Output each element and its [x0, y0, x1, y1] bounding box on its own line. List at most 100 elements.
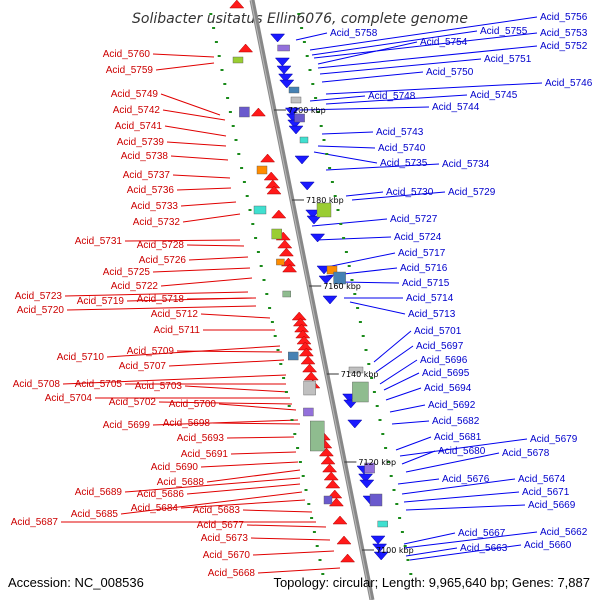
gene-label-left[interactable]: Acid_5741: [115, 121, 163, 132]
gene-label-left[interactable]: Acid_5688: [157, 477, 205, 488]
gene-label-right[interactable]: Acid_5724: [394, 232, 442, 243]
gene-label-right[interactable]: Acid_5755: [480, 26, 528, 37]
gene-label-left[interactable]: Acid_5719: [77, 296, 125, 307]
gene-label-left[interactable]: Acid_5728: [137, 240, 185, 251]
tick-dash: [214, 41, 218, 43]
gene-label-left[interactable]: Acid_5683: [193, 505, 241, 516]
gene-label-right[interactable]: Acid_5697: [416, 341, 464, 352]
gene-label-left[interactable]: Acid_5720: [17, 305, 65, 316]
gene-label-left[interactable]: Acid_5673: [201, 533, 249, 544]
gene-label-right[interactable]: Acid_5667: [458, 528, 506, 539]
gene-label-right[interactable]: Acid_5663: [460, 543, 508, 554]
gene-label-left[interactable]: Acid_5670: [203, 550, 251, 561]
leader-line: [403, 531, 538, 549]
gene-label-left[interactable]: Acid_5703: [135, 381, 183, 392]
gene-label-left[interactable]: Acid_5711: [153, 325, 200, 336]
gene-label-left[interactable]: Acid_5698: [163, 418, 211, 429]
gene-label-right[interactable]: Acid_5716: [400, 263, 448, 274]
gene-label-right[interactable]: Acid_5753: [540, 28, 588, 39]
gene-label-right[interactable]: Acid_5740: [378, 143, 426, 154]
gene-label-right[interactable]: Acid_5729: [448, 187, 496, 198]
gene-label-right[interactable]: Acid_5717: [398, 248, 446, 259]
gene-label-right[interactable]: Acid_5751: [484, 54, 532, 65]
gene-label-left[interactable]: Acid_5759: [106, 65, 154, 76]
gene-label-left[interactable]: Acid_5726: [139, 255, 187, 266]
tick-dash: [262, 279, 266, 281]
gene-label-left[interactable]: Acid_5738: [121, 151, 169, 162]
gene-label-right[interactable]: Acid_5713: [408, 309, 456, 320]
gene-label-left[interactable]: Acid_5739: [117, 137, 165, 148]
gene-label-right[interactable]: Acid_5744: [432, 102, 480, 113]
gene-label-left[interactable]: Acid_5686: [137, 489, 185, 500]
gene-block: [239, 106, 250, 118]
gene-label-left[interactable]: Acid_5677: [197, 520, 245, 531]
gene-label-left[interactable]: Acid_5718: [137, 294, 185, 305]
gene-label-left[interactable]: Acid_5693: [177, 433, 225, 444]
gene-label-left[interactable]: Acid_5710: [57, 352, 105, 363]
gene-label-left[interactable]: Acid_5690: [151, 462, 199, 473]
gene-label-right[interactable]: Acid_5752: [540, 41, 588, 52]
gene-label-right[interactable]: Acid_5694: [424, 383, 472, 394]
gene-label-right[interactable]: Acid_5715: [402, 278, 450, 289]
gene-label-left[interactable]: Acid_5707: [119, 361, 167, 372]
gene-label-left[interactable]: Acid_5722: [111, 281, 159, 292]
gene-label-left[interactable]: Acid_5705: [75, 379, 123, 390]
gene-arrow-reverse: [260, 153, 276, 163]
gene-label-right[interactable]: Acid_5682: [432, 416, 480, 427]
gene-arrow-reverse: [266, 185, 282, 195]
gene-label-left[interactable]: Acid_5687: [11, 517, 59, 528]
tick-dash: [251, 223, 255, 225]
gene-label-left[interactable]: Acid_5708: [13, 379, 61, 390]
gene-label-right[interactable]: Acid_5756: [540, 12, 588, 23]
gene-label-right[interactable]: Acid_5696: [420, 355, 468, 366]
gene-label-right[interactable]: Acid_5735: [380, 158, 428, 169]
gene-label-right[interactable]: Acid_5727: [390, 214, 438, 225]
gene-label-right[interactable]: Acid_5669: [528, 500, 576, 511]
gene-label-right[interactable]: Acid_5676: [442, 474, 490, 485]
gene-label-right[interactable]: Acid_5758: [330, 28, 378, 39]
gene-label-left[interactable]: Acid_5668: [208, 568, 256, 579]
gene-label-left[interactable]: Acid_5733: [131, 201, 179, 212]
gene-label-right[interactable]: Acid_5681: [434, 432, 482, 443]
gene-label-right[interactable]: Acid_5692: [428, 400, 476, 411]
gene-label-right[interactable]: Acid_5680: [438, 446, 486, 457]
gene-label-left[interactable]: Acid_5725: [103, 267, 151, 278]
gene-label-right[interactable]: Acid_5754: [420, 37, 468, 48]
gene-label-left[interactable]: Acid_5685: [71, 509, 119, 520]
gene-label-left[interactable]: Acid_5737: [123, 170, 171, 181]
gene-label-left[interactable]: Acid_5731: [75, 236, 123, 247]
gene-label-right[interactable]: Acid_5662: [540, 527, 588, 538]
gene-label-right[interactable]: Acid_5734: [442, 159, 490, 170]
gene-label-right[interactable]: Acid_5678: [502, 448, 550, 459]
gene-label-right[interactable]: Acid_5750: [426, 67, 474, 78]
gene-label-right[interactable]: Acid_5745: [470, 90, 518, 101]
gene-label-left[interactable]: Acid_5691: [181, 449, 229, 460]
gene-label-left[interactable]: Acid_5723: [15, 291, 63, 302]
tick-dash: [217, 55, 221, 57]
gene-label-left[interactable]: Acid_5702: [109, 397, 157, 408]
tick-dash: [381, 433, 385, 435]
gene-label-left[interactable]: Acid_5742: [113, 105, 161, 116]
gene-label-left[interactable]: Acid_5699: [103, 420, 151, 431]
gene-label-left[interactable]: Acid_5689: [75, 487, 123, 498]
gene-label-left[interactable]: Acid_5704: [45, 393, 93, 404]
gene-label-right[interactable]: Acid_5671: [522, 487, 570, 498]
gene-label-right[interactable]: Acid_5701: [414, 326, 462, 337]
gene-label-left[interactable]: Acid_5732: [133, 217, 181, 228]
gene-label-right[interactable]: Acid_5743: [376, 127, 424, 138]
gene-label-right[interactable]: Acid_5674: [518, 474, 566, 485]
gene-label-right[interactable]: Acid_5748: [368, 91, 416, 102]
gene-label-left[interactable]: Acid_5709: [127, 346, 175, 357]
gene-label-left[interactable]: Acid_5700: [169, 399, 217, 410]
gene-label-left[interactable]: Acid_5712: [151, 309, 199, 320]
gene-label-left[interactable]: Acid_5760: [103, 49, 151, 60]
gene-label-right[interactable]: Acid_5660: [524, 540, 572, 551]
gene-label-left[interactable]: Acid_5684: [131, 503, 179, 514]
gene-label-right[interactable]: Acid_5695: [422, 368, 470, 379]
gene-label-right[interactable]: Acid_5746: [545, 78, 593, 89]
gene-label-right[interactable]: Acid_5730: [386, 187, 434, 198]
gene-label-left[interactable]: Acid_5749: [111, 89, 159, 100]
gene-label-right[interactable]: Acid_5714: [406, 293, 454, 304]
gene-label-right[interactable]: Acid_5679: [530, 434, 578, 445]
gene-label-left[interactable]: Acid_5736: [127, 185, 175, 196]
